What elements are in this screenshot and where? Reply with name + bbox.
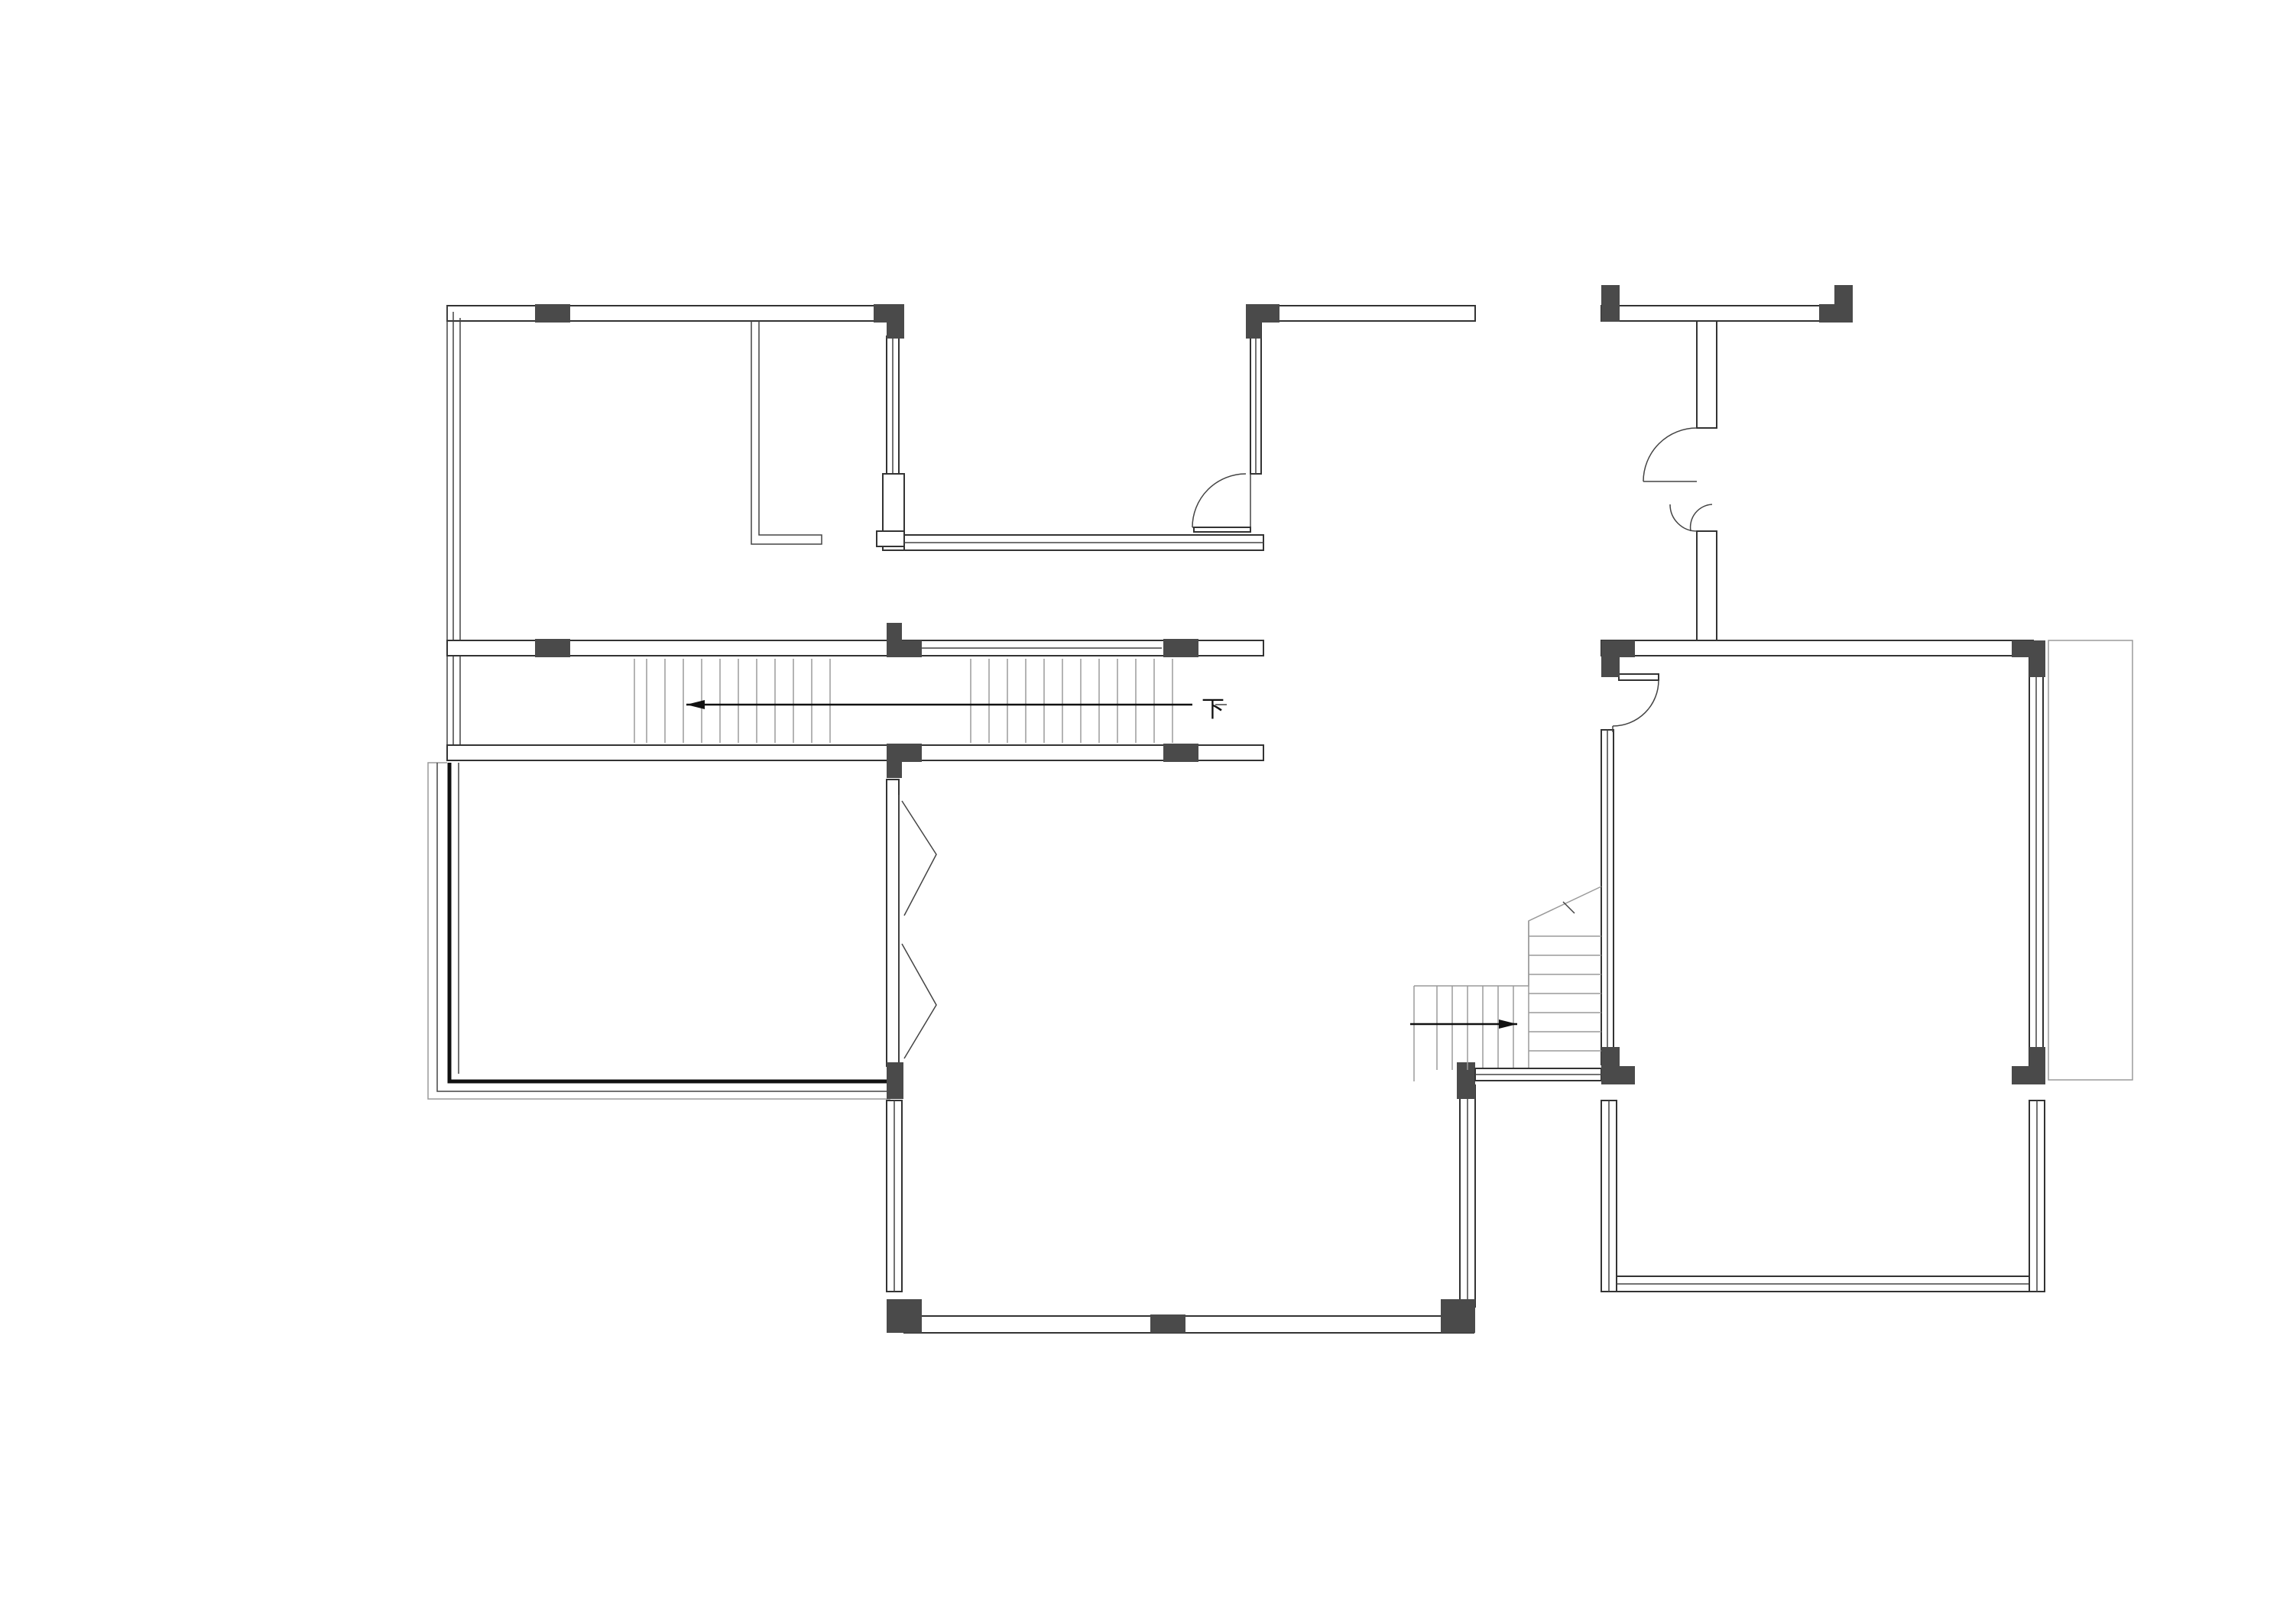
upper-stair: 下 [634, 659, 1227, 743]
main-hall [1601, 640, 2133, 1292]
double-door-partition[interactable] [1643, 320, 1717, 643]
left-building: 下 [427, 304, 1476, 1334]
interior-partition [751, 321, 822, 545]
stair-down-label: 下 [1202, 696, 1224, 723]
link-wall [1474, 1068, 1602, 1081]
stair-arrowhead [686, 700, 705, 709]
hall-door[interactable] [1612, 673, 1659, 732]
lower-living-area [886, 1084, 1476, 1334]
right-building [1410, 285, 2133, 1292]
side-stair [1410, 886, 1602, 1081]
right-top-wall [1601, 285, 1853, 323]
folding-door[interactable] [886, 779, 937, 1067]
side-stair-arrowhead [1499, 1019, 1517, 1029]
left-building-columns [535, 304, 1475, 1333]
top-wall-left [446, 305, 1476, 322]
upper-room-east-wall [876, 335, 905, 551]
lower-left-room [427, 762, 890, 1100]
right-building-columns [1601, 640, 2045, 1084]
corridor-walls [446, 640, 1264, 761]
upper-corridor-wall [903, 534, 1264, 551]
left-outer-wall [446, 306, 461, 753]
entry-door[interactable] [1192, 320, 1262, 533]
